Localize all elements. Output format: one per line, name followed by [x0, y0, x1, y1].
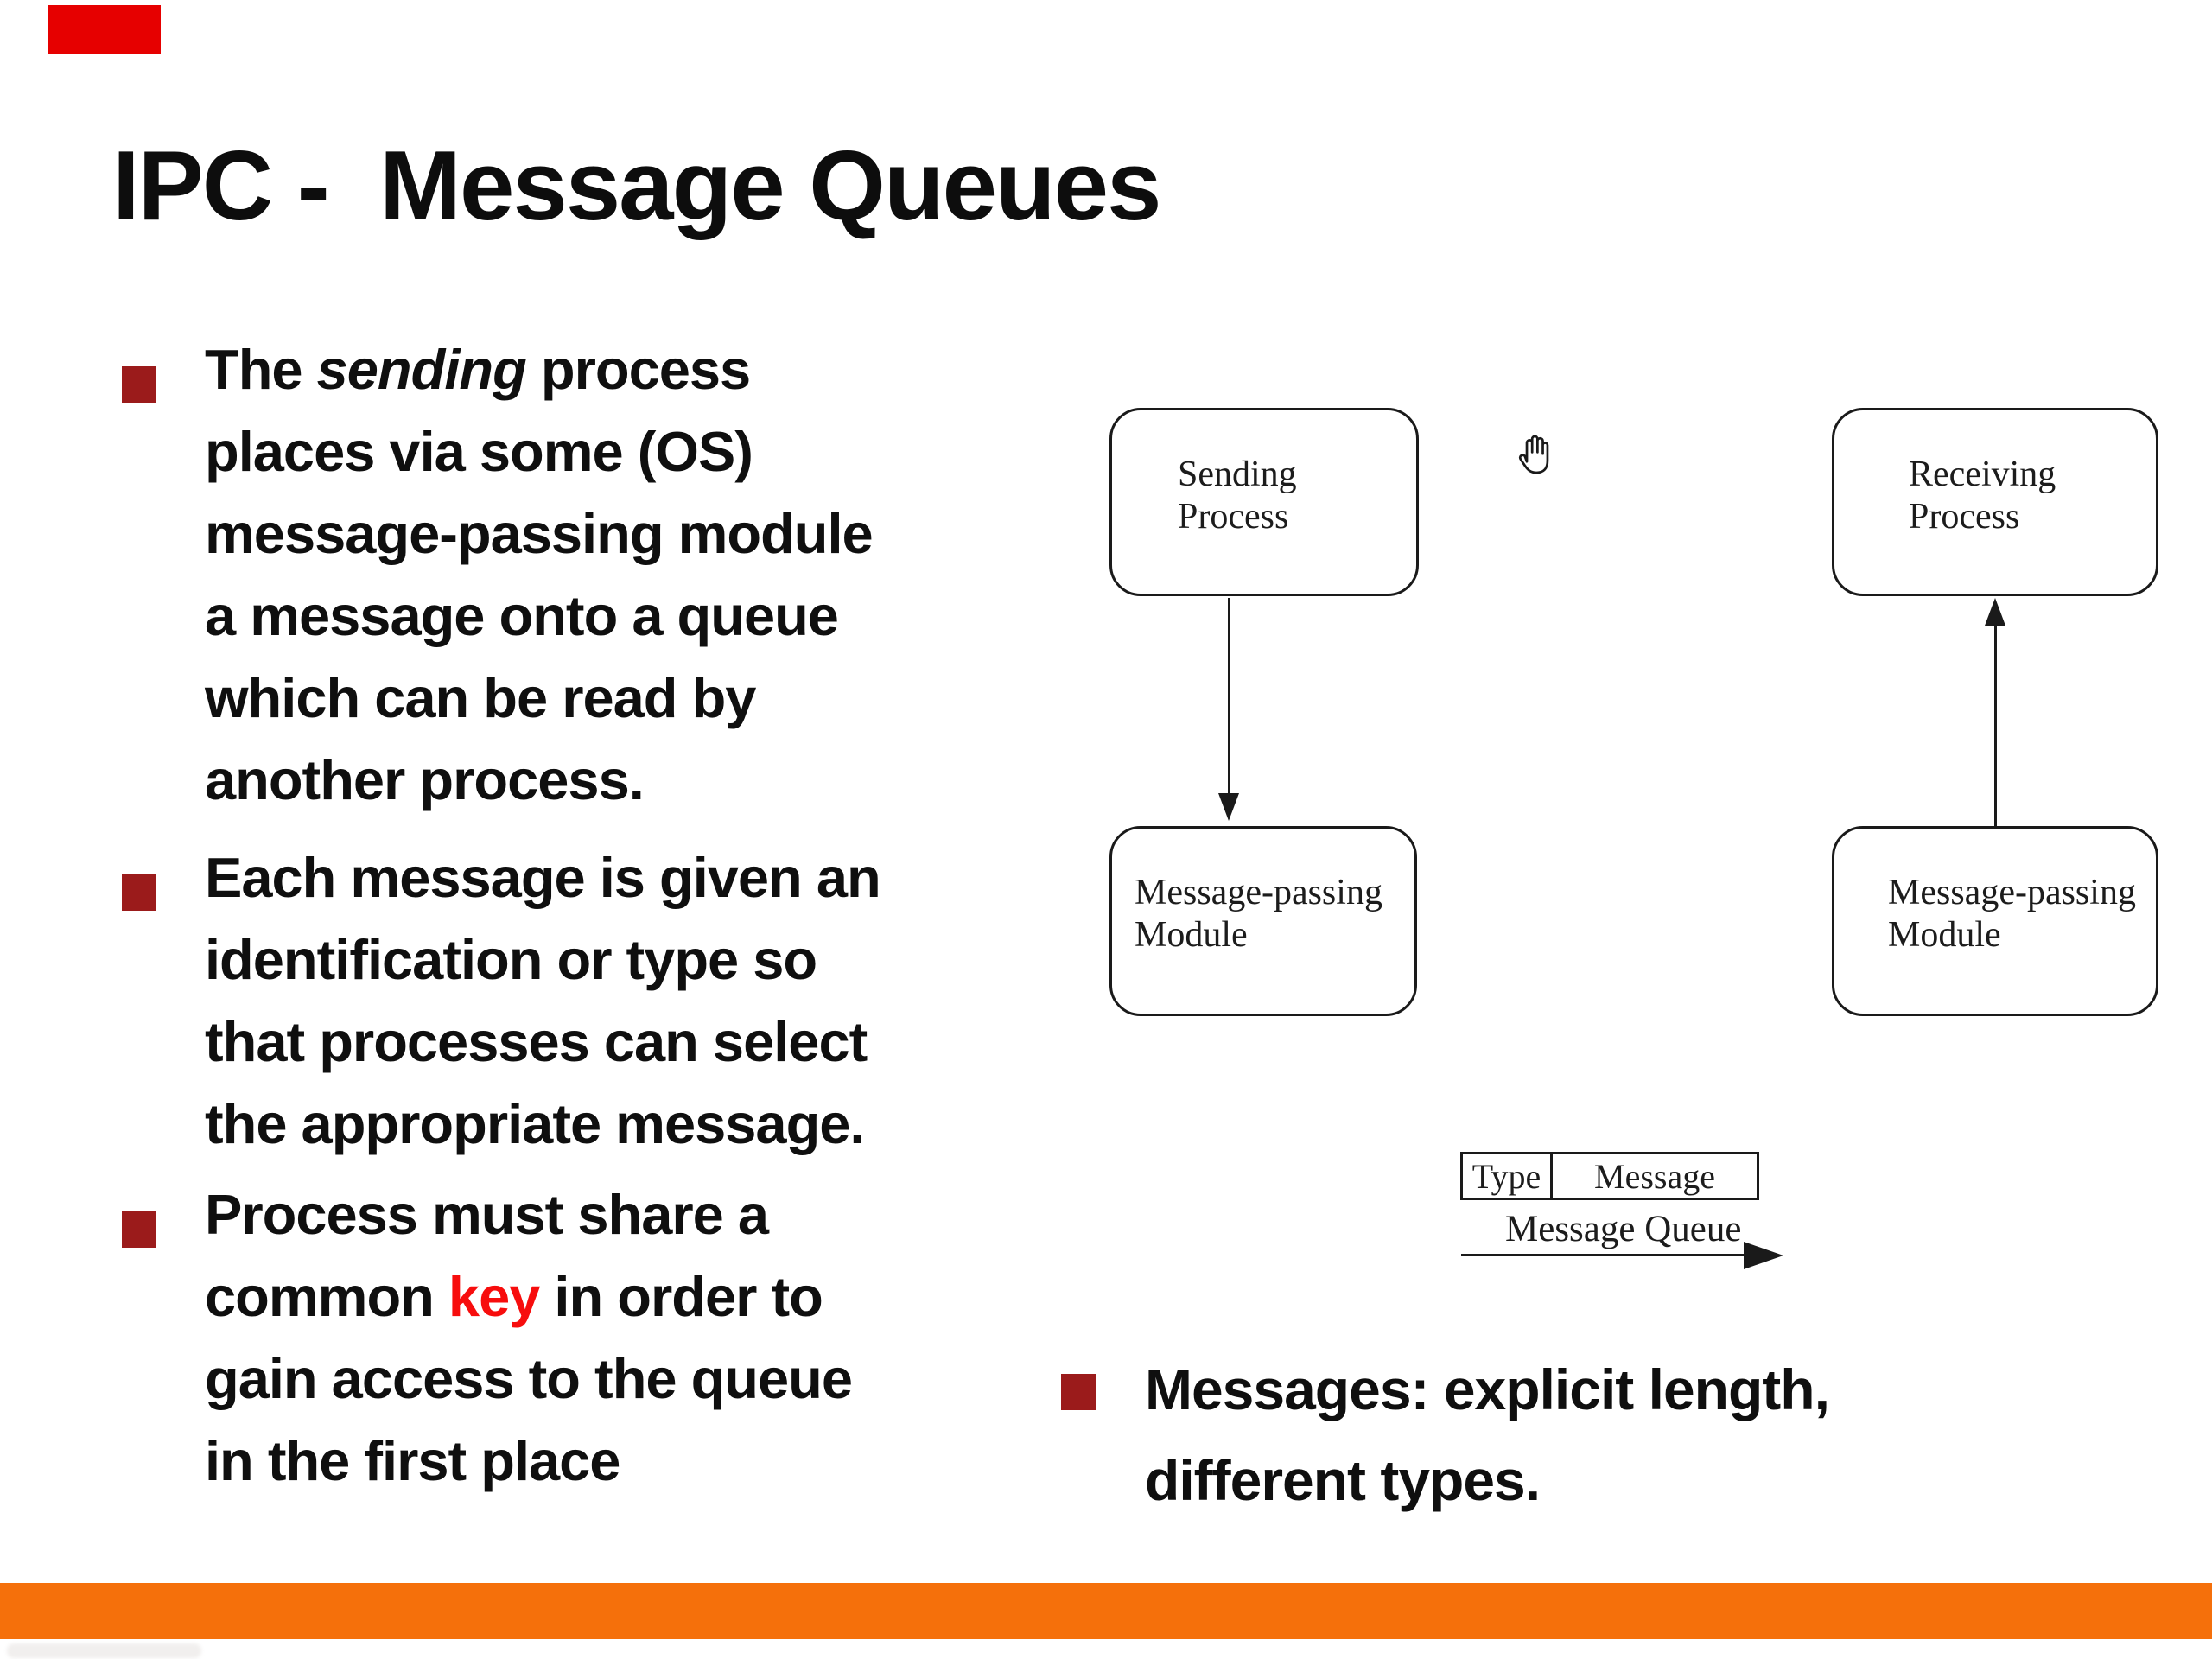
bullet-square	[1061, 1374, 1096, 1410]
page-title: IPC - Message Queues	[112, 131, 1161, 241]
table-cell-type: Type	[1463, 1154, 1553, 1198]
top-left-red-marker	[48, 5, 161, 54]
bullet-text-3: Process must share a common key in order…	[205, 1183, 853, 1492]
message-struct-table: Type Message	[1460, 1152, 1759, 1200]
bullet-square	[122, 366, 156, 403]
bottom-bullet-text: Messages: explicit length, different typ…	[1145, 1357, 1830, 1512]
bullet-text-2: Each message is given an identification …	[205, 846, 881, 1155]
arrowhead-up-icon	[1985, 598, 2005, 626]
arrow-sending-to-module-line	[1228, 598, 1230, 797]
message-queue-label: Message Queue	[1505, 1209, 1742, 1249]
bullet-square	[122, 874, 156, 911]
bullet-square	[122, 1211, 156, 1248]
hand-cursor-icon	[1518, 435, 1549, 474]
message-passing-module-right-box: Message-passing Module	[1832, 826, 2158, 1016]
arrow-module-to-receiving-line	[1994, 624, 1997, 826]
arrowhead-down-icon	[1218, 793, 1239, 821]
queue-arrow-line	[1461, 1254, 1746, 1256]
footer-logo-fragment	[7, 1643, 201, 1658]
table-cell-message: Message	[1594, 1156, 1715, 1196]
footer-accent-bar	[0, 1583, 2212, 1639]
queue-arrowhead-right-icon	[1744, 1242, 1783, 1269]
message-passing-module-left-box: Message-passing Module	[1109, 826, 1417, 1016]
receiving-process-box: Receiving Process	[1832, 408, 2158, 596]
sending-process-box: Sending Process	[1109, 408, 1419, 596]
bullet-text-1: The sending process places via some (OS)…	[205, 338, 874, 811]
